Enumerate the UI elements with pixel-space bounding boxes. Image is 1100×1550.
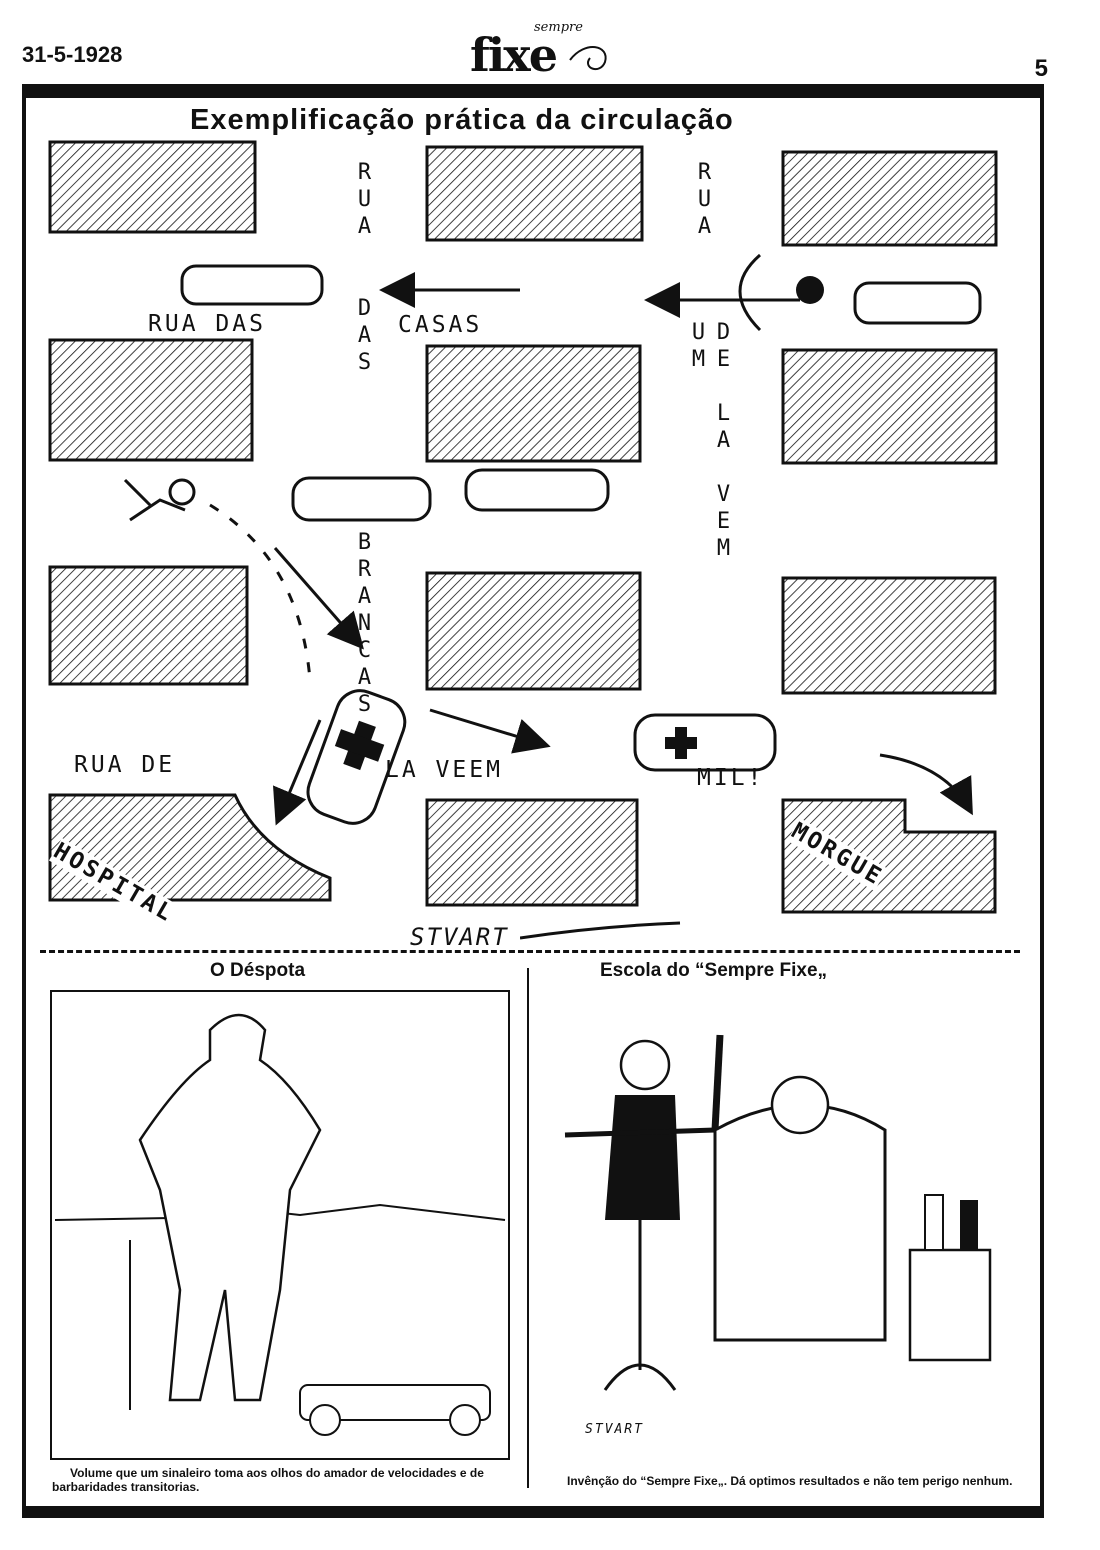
artist-signature: STVART <box>410 923 509 951</box>
issue-date: 31-5-1928 <box>22 42 123 67</box>
illustration-despota <box>50 990 510 1460</box>
mannequin-head-icon <box>619 1039 671 1091</box>
city-block <box>48 338 254 462</box>
caption-left: Volume que um sinaleiro toma aos olhos d… <box>52 1466 484 1494</box>
bottle-icon <box>924 1194 944 1251</box>
bottom-rule <box>22 1506 1044 1518</box>
armchair-icon <box>713 1103 887 1342</box>
traffic-arrow <box>879 753 973 816</box>
city-block <box>781 348 998 465</box>
label-rua-das: RUA DAS <box>148 311 266 337</box>
side-table-icon <box>908 1248 992 1362</box>
traffic-arrow <box>429 708 551 754</box>
panel-title-right: Escola do “Sempre Fixe„ <box>600 960 828 981</box>
caption-right: Invênção do “Sempre Fixe„. Dá optimos re… <box>567 1474 1013 1488</box>
label-de-la-vem-um: DE LA VEM UM <box>686 320 736 563</box>
label-brancas: BRANCAS <box>352 530 377 719</box>
car-icon <box>180 264 324 306</box>
label-la-veem: LA VEEM <box>385 757 503 783</box>
morgue-block <box>781 798 997 914</box>
label-rua-vertical-1: RUA <box>352 160 377 241</box>
label-das-vertical: DAS <box>352 296 377 377</box>
top-rule <box>22 84 1044 98</box>
label-casas: CASAS <box>398 312 483 338</box>
city-block <box>425 571 642 691</box>
car-icon <box>853 281 982 325</box>
column-separator <box>527 968 529 1488</box>
panel-title-left: O Déspota <box>210 960 306 981</box>
city-block <box>781 150 998 247</box>
city-block <box>48 140 257 234</box>
bottle-icon <box>960 1200 978 1250</box>
traffic-arrow <box>273 719 322 826</box>
policeman-figure-icon <box>138 1013 322 1402</box>
label-rua-vertical-2: RUA <box>692 160 717 241</box>
city-block <box>781 576 997 695</box>
illustration-escola <box>564 1034 992 1391</box>
city-block <box>48 565 249 686</box>
city-block <box>425 145 644 242</box>
artist-signature-small: STVART <box>585 1422 644 1437</box>
car-icon <box>464 468 610 512</box>
masthead-sup: sempre <box>534 20 583 35</box>
traffic-arrow <box>273 547 364 650</box>
small-car-icon <box>299 1384 491 1436</box>
label-mil: MIL! <box>697 765 765 791</box>
running-figure-icon <box>123 478 196 522</box>
cupid-figure-icon <box>738 253 824 332</box>
section-divider <box>40 950 1020 958</box>
label-rua-de: RUA DE <box>74 752 176 778</box>
car-icon <box>291 476 432 522</box>
masthead-swirl-icon <box>569 46 607 71</box>
masthead-main: fixe <box>470 28 558 82</box>
diagram-title: Exemplificação prática da circulação <box>190 104 734 136</box>
city-block <box>425 344 642 463</box>
masthead-logo: sempre fixe <box>470 20 640 82</box>
path-dashed <box>209 503 312 681</box>
street-diagram <box>48 140 998 914</box>
city-block <box>425 798 639 907</box>
ambulance-icon <box>306 689 407 825</box>
signature-flourish-icon <box>520 921 681 940</box>
ambulance-icon <box>633 713 777 772</box>
mannequin-body-icon <box>605 1095 680 1220</box>
seated-man-head-icon <box>770 1075 830 1135</box>
page-number: 5 <box>1034 55 1048 82</box>
